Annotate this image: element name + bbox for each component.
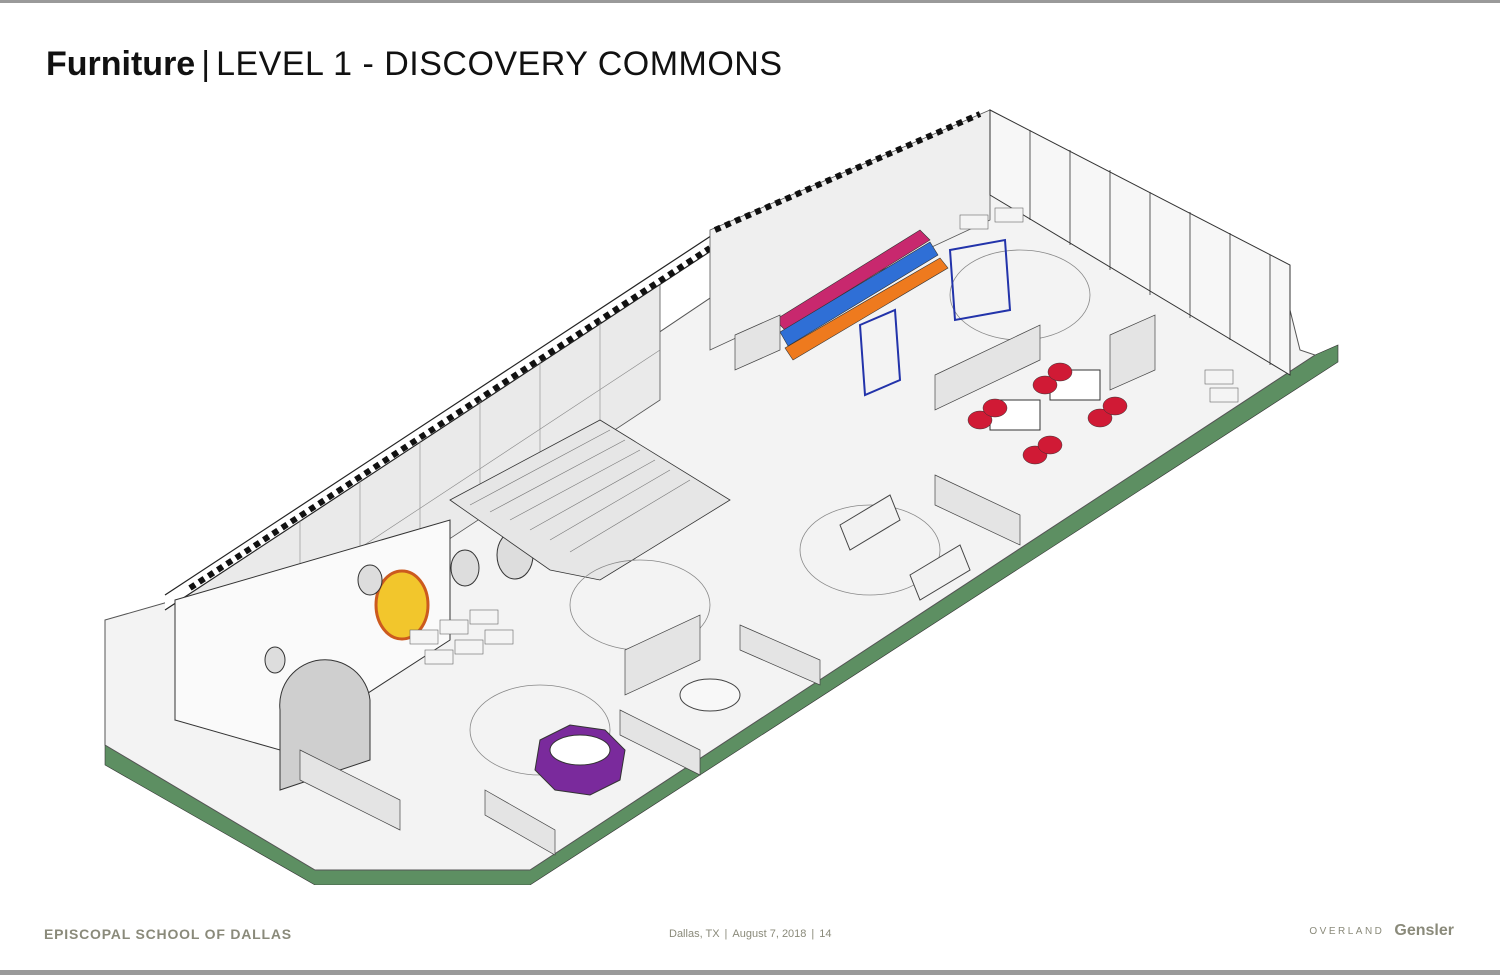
whiteboard-1 [948,238,1012,322]
footer-location: Dallas, TX [669,928,720,940]
brand-logos: OVERLAND Gensler [1309,922,1454,940]
title-bold: Furniture [46,45,196,83]
title-separator: | [201,45,211,83]
clerestory-strip-2 [713,111,982,233]
top-border [0,0,1500,3]
floor-plan-drawing [104,109,1339,885]
lounge-chair-1 [839,494,901,551]
round-ottoman [679,678,741,712]
client-name: EPISCOPAL SCHOOL OF DALLAS [44,926,292,942]
stair-treads [469,429,691,553]
rug-circle-3 [799,504,941,596]
purple-table-top [549,734,611,766]
bottom-border [0,970,1500,975]
bench-magenta [774,229,931,331]
gensler-logo: Gensler [1394,922,1454,939]
bench-orange [784,257,949,361]
page-title: Furniture|LEVEL 1 - DISCOVERY COMMONS [46,40,783,88]
porthole-1 [357,564,383,596]
whiteboard-2 [858,308,902,397]
porthole-2 [450,549,480,587]
soft-seating [409,207,1239,665]
footer-date: August 7, 2018 [732,928,807,940]
glass-mullions [1029,130,1271,365]
red-seats [967,362,1128,465]
porthole-4 [264,646,286,674]
lounge-chair-2 [909,544,971,601]
title-subtitle: LEVEL 1 - DISCOVERY COMMONS [216,45,783,83]
footer-pipe-2: | [811,928,815,940]
yellow-porthole [374,569,430,641]
bench-blue [779,241,939,347]
page-number: 14 [819,928,832,940]
clerestory-strip [188,245,712,591]
stair [449,419,731,581]
footer-meta: Dallas, TX | August 7, 2018 | 14 [669,928,832,940]
shelving-units [299,314,1156,856]
footer-pipe-1: | [724,928,728,940]
overland-logo: OVERLAND [1309,925,1385,937]
